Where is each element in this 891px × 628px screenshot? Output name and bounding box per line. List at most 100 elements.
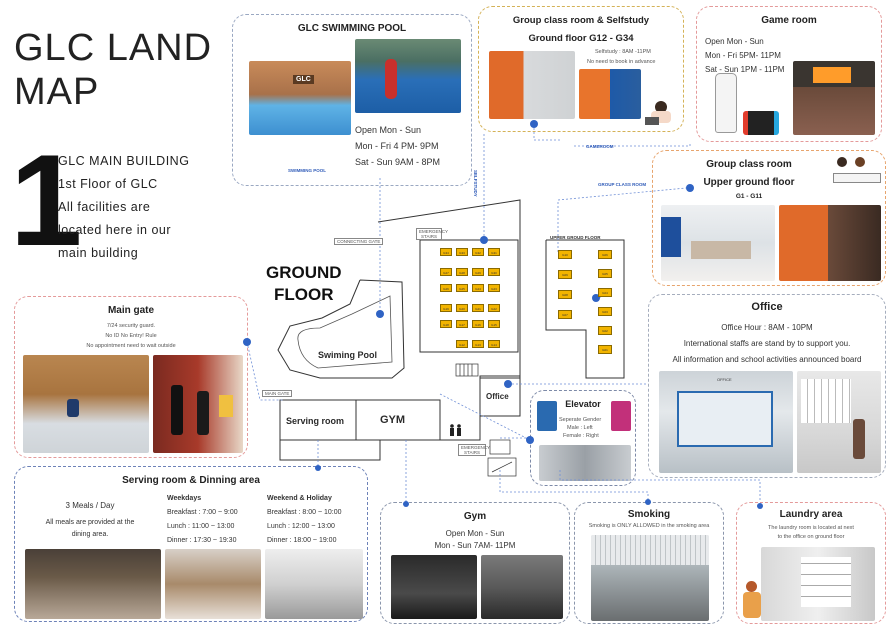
label-emergency-stairs: EMERGENCY STAIRS — [416, 228, 448, 240]
gym-hours-1: Open Mon - Sun — [445, 529, 505, 538]
upper-room: G07 — [558, 310, 572, 319]
weekend-row: Lunch : 12:00 ~ 13:00 — [267, 523, 335, 530]
elevator-title: Elevator — [565, 399, 601, 409]
upper-group-subtitle: Upper ground floor — [703, 177, 795, 188]
label-upper-ground: UPPER GROUD FLOOR — [550, 235, 601, 240]
pool-hours-3: Sat - Sun 9AM - 8PM — [355, 157, 441, 167]
main-gate-photo-2 — [153, 355, 243, 453]
group-class-photo-1 — [489, 51, 575, 119]
location-dots — [243, 120, 763, 509]
office-line-1: International staffs are stand by to sup… — [683, 339, 851, 348]
elevator-line-1: Seperate Gender — [559, 417, 602, 423]
pool-hours-1: Open Mon - Sun — [355, 125, 422, 135]
intro-line: 1st Floor of GLC — [58, 177, 158, 191]
smoking-card: Smoking Smoking is ONLY ALLOWED in the s… — [574, 502, 724, 624]
weekdays-row: Dinner : 17:30 ~ 19:30 — [167, 537, 237, 544]
elevator-line-2: Male : Left — [567, 425, 593, 431]
group-class-card: Group class room & Selfstudy Ground floo… — [478, 6, 684, 132]
ground-room: G25 — [456, 284, 468, 292]
student-laptop-illustration — [645, 101, 677, 127]
laundry-line-2: to the office on ground floor — [777, 534, 845, 540]
serving-left-2: All meals are provided at the — [45, 519, 135, 526]
office-line-2: All information and school activities an… — [672, 355, 862, 364]
map-serving-label: Serving room — [286, 416, 345, 426]
gym-title: Gym — [463, 511, 487, 522]
weekdays-row: Breakfast : 7:00 ~ 9:00 — [167, 509, 238, 516]
pool-hours-2: Mon - Fri 4 PM- 9PM — [355, 141, 439, 151]
group-class-subtitle: Ground floor G12 - G34 — [528, 33, 634, 44]
upper-group-photo-1 — [661, 205, 775, 281]
main-gate-photo-1 — [23, 355, 149, 453]
label-connecting-gate: CONNECTING GATE — [334, 238, 384, 245]
ground-room: G21 — [472, 304, 484, 312]
ground-room: G30 — [488, 268, 500, 276]
pool-outline — [277, 279, 405, 379]
console-illustration — [713, 73, 785, 139]
ground-room: G33 — [456, 248, 468, 256]
office-photo-2 — [797, 371, 881, 473]
female-sign — [611, 401, 631, 431]
main-gate-line-3: No appointment need to wait outside — [86, 343, 176, 349]
pool-sign: GLC — [293, 75, 314, 84]
main-gate-line-2: No ID No Entry! Rule — [105, 333, 157, 339]
map-pool-label: Swiming Pool — [318, 350, 378, 360]
weekend-row: Breakfast : 8:00 ~ 10:00 — [267, 509, 342, 516]
laundry-illustration — [741, 581, 763, 621]
main-gate-line-1: 7/24 security guard. — [106, 323, 156, 329]
ground-room: G14 — [488, 340, 500, 348]
laundry-photo — [761, 547, 875, 621]
gym-photo-2 — [481, 555, 563, 619]
page-title-line2: MAP — [14, 71, 100, 113]
ground-room: G17 — [456, 320, 468, 328]
students-illustration — [833, 155, 883, 193]
building-number: 1 — [10, 127, 83, 273]
gym-photo-1 — [391, 555, 477, 619]
label-selfstudy: SELFSTUDY — [473, 170, 478, 197]
serving-left-1: 3 Meals / Day — [65, 501, 115, 510]
ground-room: G15 — [488, 320, 500, 328]
floor-title-line1: GROUND — [266, 263, 342, 282]
smoking-photo — [591, 535, 709, 621]
floor-title: GROUND FLOOR — [266, 262, 342, 306]
office-sign: OFFICE — [717, 377, 732, 382]
serving-left-3: dining area. — [71, 531, 109, 538]
elevator-card: Elevator Seperate Gender Male : Left Fem… — [530, 390, 636, 486]
group-class-photo-2 — [579, 69, 641, 119]
pool-card: GLC SWIMMING POOL GLC Open Mon - Sun Mon… — [232, 14, 472, 186]
office-outline — [479, 375, 521, 417]
upper-room: G05 — [598, 269, 612, 278]
restroom-icon — [450, 424, 461, 436]
upper-room: G01 — [598, 345, 612, 354]
upper-room: G02 — [598, 326, 612, 335]
game-hours-1: Open Mon - Sun — [705, 37, 764, 46]
male-sign — [537, 401, 557, 431]
weekend-row: Dinner : 18:00 ~ 19:00 — [267, 537, 337, 544]
ground-room: G34 — [440, 248, 452, 256]
gym-outline — [355, 399, 441, 441]
label-main-gate: MAIN GATE — [262, 390, 293, 397]
selfstudy-note: No need to book in advance — [587, 59, 656, 65]
selfstudy-hours: Selfstudy : 8AM -11PM — [595, 49, 651, 55]
upper-room: G09 — [558, 270, 572, 279]
laundry-title: Laundry area — [779, 509, 843, 520]
office-hours: Office Hour : 8AM - 10PM — [721, 323, 813, 332]
label-group-class-room: GROUP CLASS ROOM — [598, 182, 647, 187]
upper-group-class-card: Group class room Upper ground floor G1 -… — [652, 150, 886, 286]
office-photo-1: OFFICE — [659, 371, 793, 473]
ground-room: G16 — [472, 320, 484, 328]
label-emergency-stairs-2: EMERGENCY STAIRS — [458, 444, 490, 456]
upper-room: G06 — [598, 250, 612, 259]
page-title-line1: GLC LAND — [14, 27, 213, 69]
upper-ground-outline — [545, 239, 625, 379]
serving-card: Serving room & Dinning area 3 Meals / Da… — [14, 466, 368, 622]
office-title: Office — [751, 301, 783, 313]
game-room-photo — [793, 61, 875, 135]
gym-hours-2: Mon - Sun 7AM- 11PM — [434, 541, 516, 550]
upper-group-title: Group class room — [706, 159, 792, 170]
intro-text: GLC MAIN BUILDING 1st Floor of GLC All f… — [58, 150, 189, 265]
map-office-label: Office — [486, 392, 509, 401]
ground-room: G24 — [472, 284, 484, 292]
smoking-note: Smoking is ONLY ALLOWED in the smoking a… — [588, 523, 710, 529]
office-card: Office Office Hour : 8AM - 10PM Internat… — [648, 294, 886, 478]
